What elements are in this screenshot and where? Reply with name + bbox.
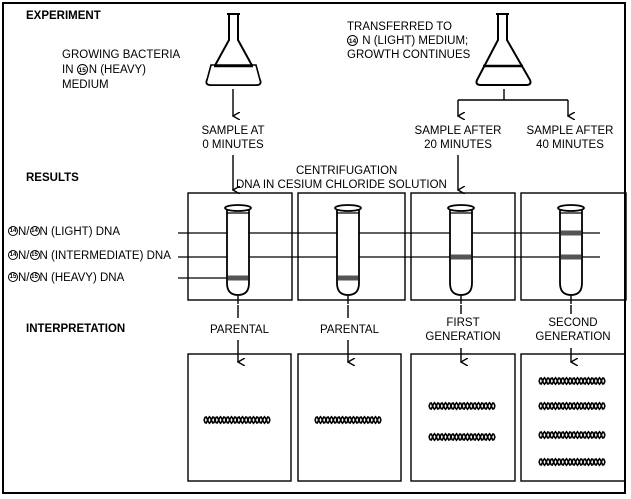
- dna-double-helix-icon: [538, 401, 606, 411]
- transfer-line1: TRANSFERRED TO: [347, 21, 453, 33]
- cesium-label: DNA IN CESIUM CHLORIDE SOLUTION: [236, 179, 447, 191]
- tube-0min-icon: [224, 204, 252, 304]
- flask-light-icon: [475, 13, 532, 86]
- tube-parental-icon: [334, 204, 362, 304]
- centrifugation-label: CENTRIFUGATION: [296, 165, 398, 177]
- dna-double-helix-icon: [314, 415, 382, 425]
- heavy-growth-line1: GROWING BACTERIA: [62, 49, 181, 61]
- dna-band-intermediate: [561, 254, 581, 260]
- dna-double-helix-icon: [203, 415, 271, 425]
- figure-frame: [2, 2, 626, 494]
- dna-double-helix-icon: [428, 401, 496, 411]
- tube-20min-icon: [447, 204, 475, 304]
- interpretation-boxes: [187, 353, 626, 482]
- dna-band-intermediate: [451, 254, 471, 260]
- isotope-14-icon: 14: [347, 35, 358, 46]
- section-experiment: EXPERIMENT: [26, 10, 101, 22]
- section-results: RESULTS: [26, 172, 79, 184]
- dna-double-helix-icon: [538, 430, 606, 440]
- results-boxes: [187, 192, 627, 301]
- dna-double-helix-icon: [538, 376, 606, 386]
- dna-band-light: [561, 230, 581, 236]
- flask-heavy-icon: [205, 13, 262, 86]
- isotope-15-icon: 15: [76, 64, 88, 75]
- dna-band-heavy: [228, 275, 248, 281]
- dna-band-heavy: [338, 275, 358, 281]
- interp-parental-2: PARENTAL: [319, 324, 379, 336]
- dna-double-helix-icon: [538, 457, 606, 467]
- heavy-growth-line4: MEDIUM: [62, 79, 109, 91]
- tube-40min-icon: [557, 204, 585, 304]
- transfer-line2: 14 N (LIGHT) MEDIUM;: [347, 35, 469, 47]
- transfer-line3: GROWTH CONTINUES: [347, 49, 471, 61]
- section-interpretation: INTERPRETATION: [26, 323, 126, 335]
- interp-parental-1: PARENTAL: [209, 324, 269, 336]
- dna-double-helix-icon: [428, 432, 496, 442]
